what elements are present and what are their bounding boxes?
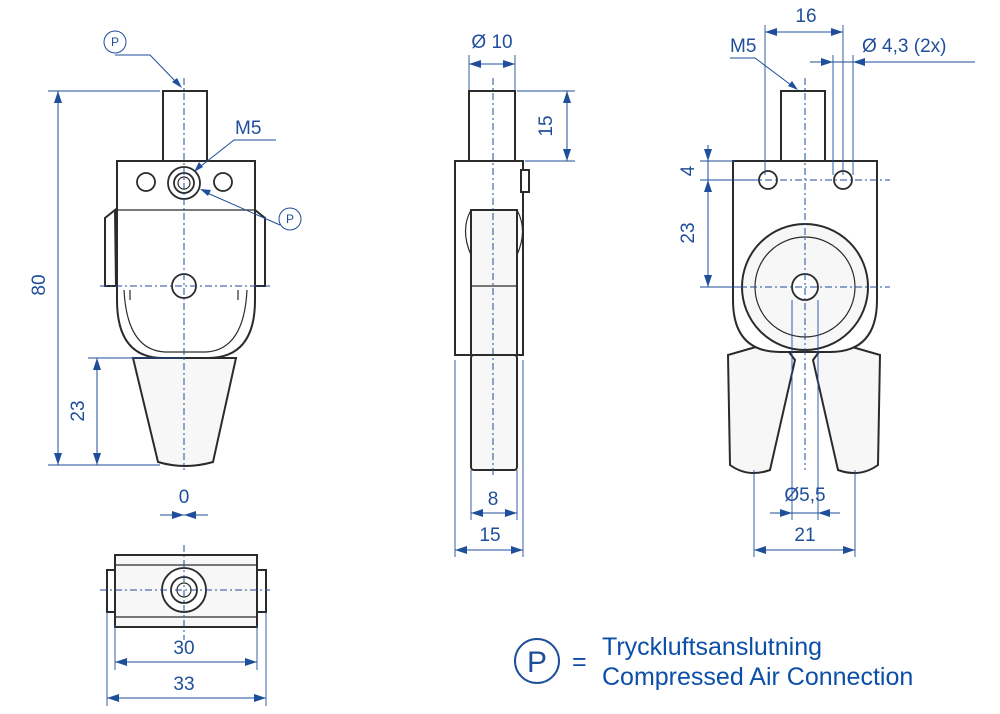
legend-p-circle: [514, 638, 560, 684]
right-view: [720, 78, 890, 475]
legend-symbol: P: [527, 646, 547, 679]
front-body-inner-edge: [123, 289, 248, 353]
dim-pin-length: 15: [536, 115, 557, 136]
legend: P = Tryckluftsanslutning Compressed Air …: [514, 633, 913, 691]
legend-equals: =: [572, 648, 587, 676]
p-symbol-top: [103, 30, 127, 54]
dim-hole-offset: 4: [678, 165, 699, 176]
front-wing-left: [104, 207, 118, 287]
bottom-dimensions: 30 33: [106, 612, 267, 706]
p-label-side: P: [286, 212, 294, 226]
dim-hole-diameter: Ø 4,3 (2x): [862, 36, 946, 57]
right-dimensions: 16 Ø 4,3 (2x) M5 4 23 Ø5,5 21: [678, 6, 975, 557]
right-jaw-left: [726, 338, 797, 475]
dim-bore-diameter: Ø5,5: [784, 485, 825, 506]
dim-height-lower: 23: [68, 400, 89, 421]
dim-outer-width: 33: [173, 674, 194, 695]
dim-jaw-width: 8: [488, 489, 499, 510]
bottom-view: [100, 545, 270, 640]
dim-height-total: 80: [29, 274, 50, 295]
side-port: [520, 169, 530, 193]
right-thread-label: M5: [730, 36, 756, 57]
dim-body-width: 15: [479, 525, 500, 546]
dim-inner-width: 30: [173, 638, 194, 659]
dim-offset: 0: [179, 487, 190, 508]
front-hole-left: [136, 172, 156, 192]
side-pin: [468, 90, 516, 162]
side-dimensions: Ø 10 15 8 15: [454, 32, 575, 557]
side-jaw-upper: [470, 209, 518, 356]
p-label-top: P: [111, 35, 119, 49]
legend-line-1: Tryckluftsanslutning: [602, 633, 822, 661]
front-thread-label: M5: [235, 118, 261, 139]
dim-right-height: 23: [678, 222, 699, 243]
front-view: [100, 78, 270, 470]
right-pin: [780, 90, 826, 162]
side-view: [454, 78, 530, 475]
front-dimensions: 80 23 0 P P M5: [29, 30, 302, 519]
p-symbol-side: [278, 207, 302, 231]
dim-right-width: 21: [794, 525, 815, 546]
legend-line-2: Compressed Air Connection: [602, 663, 913, 691]
front-hole-right: [213, 172, 233, 192]
dim-diameter: Ø 10: [471, 32, 512, 53]
front-pin: [162, 90, 208, 162]
right-jaw-right: [811, 338, 882, 475]
side-jaw: [470, 354, 518, 471]
dim-hole-spacing: 16: [795, 6, 816, 27]
